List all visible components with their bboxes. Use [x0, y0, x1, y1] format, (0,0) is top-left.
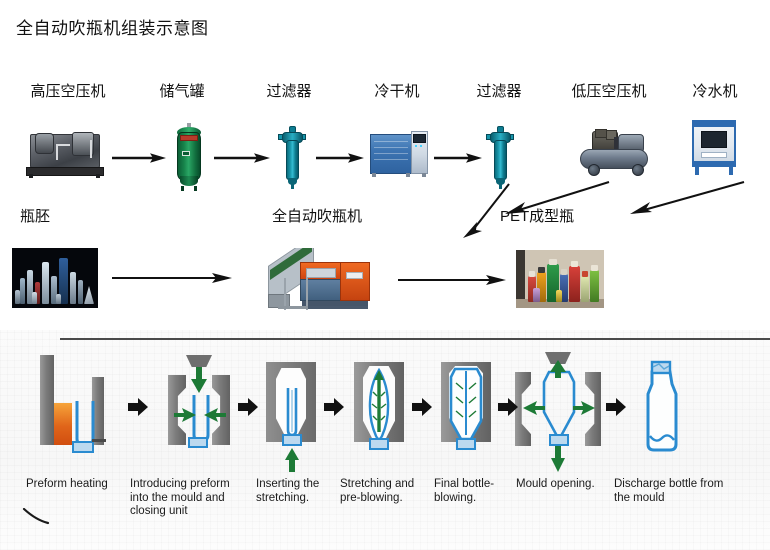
process-arrow-6	[606, 398, 626, 421]
air-storage-tank-icon	[174, 123, 204, 191]
flow-arrow-preform-to-machine	[112, 271, 232, 285]
process-step-3-stretching-rod	[262, 362, 324, 472]
blowing-machine-photo	[268, 248, 380, 316]
process-step-3-caption: Inserting the stretching.	[256, 478, 320, 504]
process-step-1-caption: Preform heating	[26, 478, 108, 490]
pet-bottle-photo	[516, 250, 604, 308]
process-step-6-mould-opening	[515, 352, 605, 472]
low-pressure-air-compressor-icon	[578, 124, 652, 176]
flow-arrow-3	[316, 151, 364, 165]
blowing-machine-label: 全自动吹瓶机	[272, 208, 363, 225]
process-step-5-caption: Final bottle-blowing.	[434, 478, 495, 504]
high-pressure-air-compressor-icon	[26, 124, 104, 178]
process-step-1-heating	[30, 355, 122, 465]
air-filter-icon-1	[278, 126, 306, 189]
process-arrow-1	[128, 398, 148, 421]
flow-arrow-lowpressure-to-machine	[495, 178, 615, 220]
flow-arrow-2	[214, 151, 270, 165]
flow-arrow-machine-to-bottles	[398, 273, 506, 287]
process-arrow-2	[238, 398, 258, 421]
refrigerated-air-dryer-icon	[370, 131, 428, 177]
process-step-7-caption: Discharge bottle from the mould	[614, 478, 724, 504]
flow-arrow-4	[434, 151, 482, 165]
equipment-label-filter-2: 过滤器	[476, 83, 522, 100]
process-step-4-pre-blowing	[350, 362, 412, 462]
process-arrow-5	[498, 398, 518, 421]
equipment-label-air-storage-tank: 储气罐	[159, 83, 205, 100]
process-step-4-caption: Stretching and pre-blowing.	[340, 478, 415, 504]
process-arrow-3	[324, 398, 344, 421]
pet-bottle-label: PET成型瓶	[500, 208, 575, 225]
flow-arrow-chiller-to-machine	[620, 178, 750, 220]
air-filter-icon-2	[486, 126, 514, 189]
water-chiller-icon	[692, 120, 736, 176]
process-step-2-closing	[160, 355, 242, 465]
preform-label: 瓶胚	[20, 208, 51, 225]
equipment-label-water-chiller: 冷水机	[692, 83, 738, 100]
flow-arrow-1	[112, 151, 166, 165]
equipment-label-filter-1: 过滤器	[266, 83, 312, 100]
stray-ink-stroke	[22, 507, 58, 526]
equipment-label-low-pressure-air-compressor: 低压空压机	[571, 83, 647, 100]
process-step-7-discharge	[632, 360, 692, 460]
process-arrow-4	[412, 398, 432, 421]
page-title: 全自动吹瓶机组装示意图	[16, 19, 209, 38]
equipment-label-high-pressure-air-compressor: 高压空压机	[30, 83, 106, 100]
process-step-5-final-blowing	[437, 362, 499, 462]
flow-arrow-filter-to-machine	[455, 182, 525, 240]
process-step-2-caption: Introducing preform into the mould and c…	[130, 478, 230, 517]
process-panel-divider	[60, 338, 770, 340]
process-step-6-caption: Mould opening.	[516, 478, 595, 490]
equipment-label-refrigerated-air-dryer: 冷干机	[374, 83, 420, 100]
preform-photo	[12, 248, 98, 308]
